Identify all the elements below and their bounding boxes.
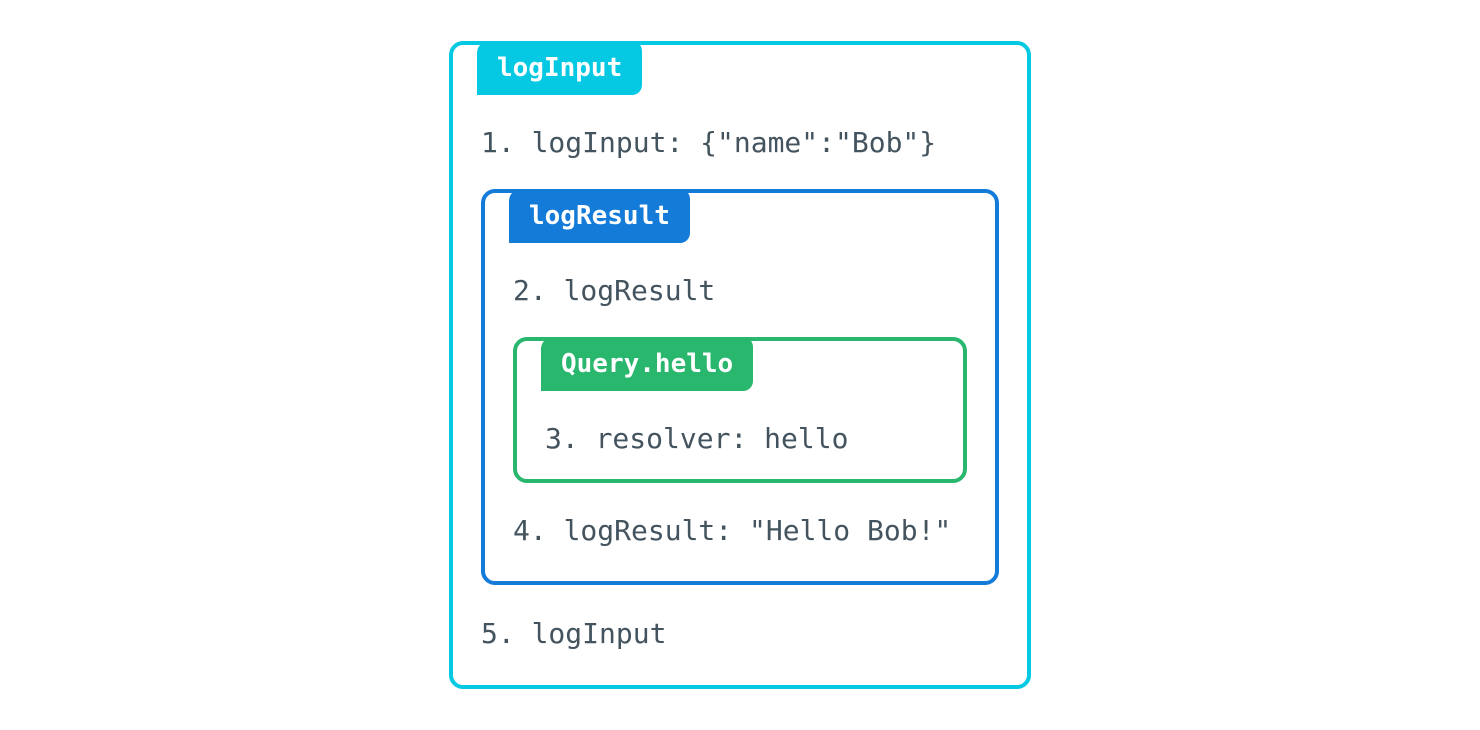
step-5-loginput: 5. logInput bbox=[481, 617, 667, 650]
logresult-plugin-label: logResult bbox=[509, 189, 690, 243]
loginput-plugin-box: logInput 1. logInput: {"name":"Bob"} log… bbox=[449, 41, 1031, 689]
logresult-plugin-box: logResult 2. logResult Query.hello 3. re… bbox=[481, 189, 999, 585]
step-1-loginput: 1. logInput: {"name":"Bob"} bbox=[481, 126, 937, 159]
step-2-logresult: 2. logResult bbox=[513, 274, 716, 307]
step-4-logresult: 4. logResult: "Hello Bob!" bbox=[513, 514, 952, 547]
logresult-tab-row: logResult bbox=[509, 189, 971, 243]
step-3-resolver: 3. resolver: hello bbox=[545, 422, 849, 455]
loginput-plugin-label: logInput bbox=[477, 41, 643, 95]
query-hello-tab-row: Query.hello bbox=[541, 337, 939, 391]
loginput-tab-row: logInput bbox=[477, 41, 1003, 95]
query-hello-resolver-label: Query.hello bbox=[541, 337, 754, 391]
query-hello-resolver-box: Query.hello 3. resolver: hello bbox=[513, 337, 967, 483]
